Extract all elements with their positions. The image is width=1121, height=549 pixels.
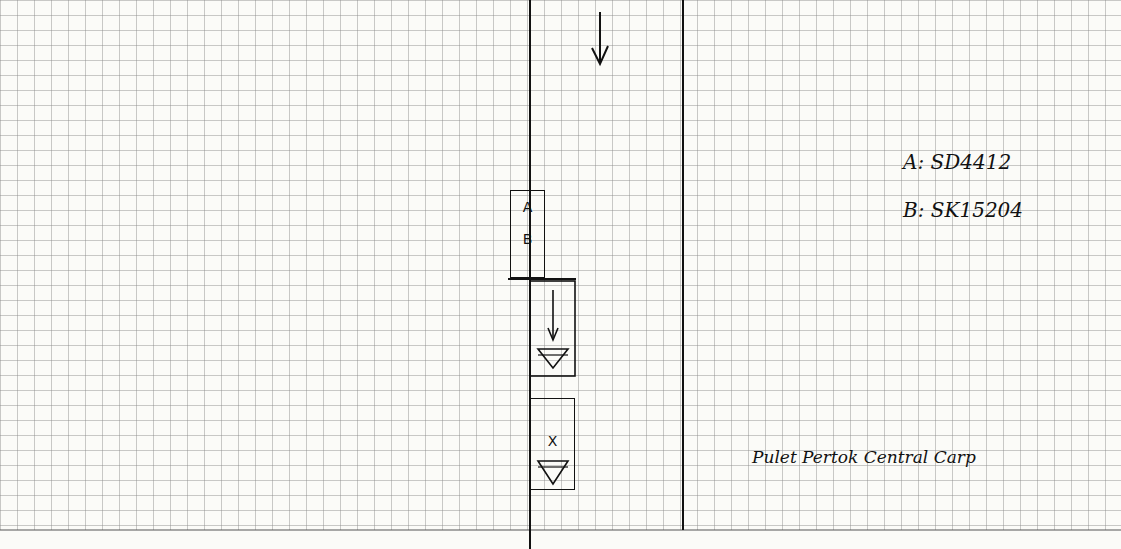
stop-line <box>508 278 576 280</box>
vehicle-box: X <box>530 398 575 490</box>
vehicle-label: A <box>511 199 544 215</box>
grid <box>0 0 1121 530</box>
vehicle-box <box>530 281 575 376</box>
grid-edge <box>0 529 1121 530</box>
triangle-symbol <box>538 349 568 368</box>
vehicle-label: X <box>531 433 574 449</box>
triangle-symbol <box>538 466 568 467</box>
vehicle-legend: A: SD4412 <box>903 150 1011 174</box>
vehicle-box: AB <box>510 190 545 278</box>
direction-arrow <box>592 12 608 64</box>
triangle-symbol <box>538 461 568 484</box>
vehicle-label: B <box>511 231 544 247</box>
triangle-symbol <box>538 354 568 355</box>
vehicle-legend: B: SK15204 <box>903 198 1023 222</box>
location-note: Pulet Pertok Central Carp <box>752 447 976 467</box>
road-line <box>682 0 684 530</box>
vehicle-arrow <box>548 290 558 340</box>
